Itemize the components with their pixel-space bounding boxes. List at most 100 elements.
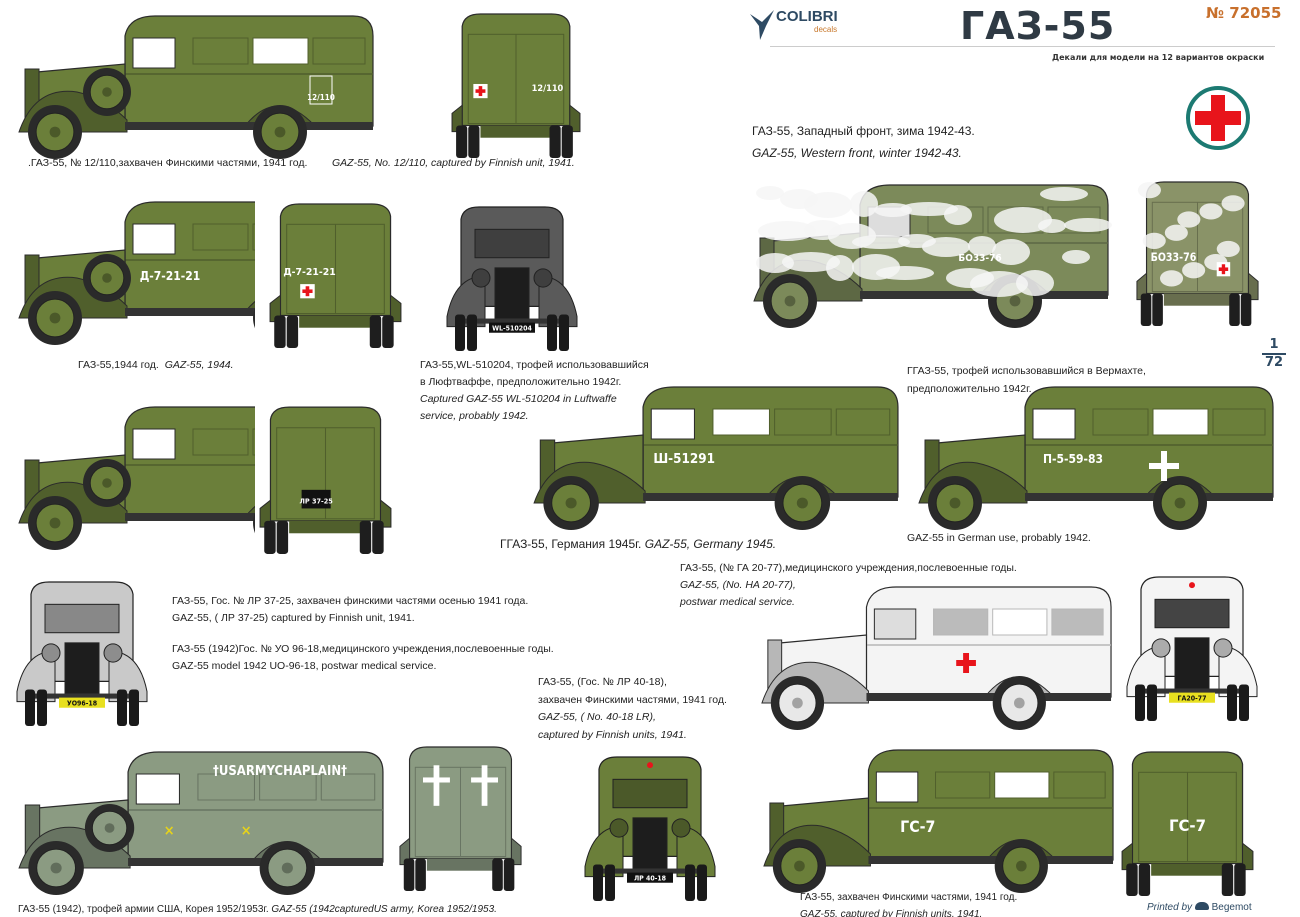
truck-side-view: БО33-76	[753, 184, 1112, 328]
marking-m12: ГС-7	[1169, 816, 1206, 835]
caption-line: ГАЗ-55 (1942)Гос. № УО 96-18,медицинског…	[172, 643, 554, 655]
winter-camo-patch	[876, 266, 934, 280]
hummingbird-icon	[750, 10, 774, 40]
radiator-grille	[494, 267, 530, 320]
front-tire	[467, 314, 477, 351]
scale-denominator: 72	[1264, 355, 1284, 370]
marking-m10: †USARMYCHAPLAIN†	[213, 764, 347, 779]
door-outline	[414, 766, 507, 858]
side-window	[192, 428, 249, 456]
door-outline	[1138, 771, 1237, 863]
headlight	[471, 268, 491, 288]
winter-camo-patch	[756, 186, 784, 200]
winter-camo-patch	[992, 239, 1030, 265]
hub-cap	[49, 517, 61, 529]
caption-line: GAZ-55, ( ЛР 37-25) captured by Finnish …	[172, 612, 415, 624]
cab-window	[132, 37, 176, 69]
headlight	[609, 818, 629, 838]
balkenkreuz-icon	[1149, 463, 1179, 469]
chassis	[128, 858, 383, 866]
winter-camo-patch	[1221, 195, 1245, 212]
rear-tire	[1126, 863, 1138, 896]
marking-m6: БО33-76	[958, 253, 1001, 264]
red-cross-icon	[956, 660, 976, 666]
rear-tire	[382, 315, 394, 348]
front-tire	[25, 689, 35, 726]
truck-side-view: Д-7-21-21	[18, 201, 255, 345]
red-cross-icon	[475, 89, 486, 93]
marking-m11: ЛР 40-18	[634, 874, 667, 883]
side-window	[992, 608, 1048, 636]
side-window	[933, 608, 989, 636]
license-plate	[489, 322, 535, 333]
caption-line: GAZ-55, ( No. 40-18 LR),	[538, 711, 656, 723]
side-window	[935, 771, 991, 799]
door-outline	[276, 427, 375, 520]
cab-window	[1032, 408, 1076, 440]
truck-front-view: ЛР 40-18	[584, 756, 716, 901]
chassis	[866, 693, 1112, 701]
winter-camo-patch	[1137, 182, 1161, 199]
truck-side-view: ××	[18, 751, 384, 895]
side-window	[192, 37, 249, 65]
cab-window	[875, 771, 919, 803]
caption-7: ГАЗ-55, Гос. № ЛР 37-25, захвачен фински…	[172, 593, 528, 627]
side-window	[252, 37, 309, 65]
rear-tire	[1152, 293, 1163, 326]
truck-front-view: WL-510204	[446, 206, 578, 351]
rear-tire	[274, 315, 286, 348]
license-plate	[59, 697, 105, 708]
door-outline	[286, 223, 385, 315]
yellow-x-marking: ×	[164, 823, 175, 839]
marking-m1: 12/110	[532, 84, 564, 94]
hub-cap	[102, 478, 112, 488]
truck-rear-view	[399, 746, 522, 891]
hub-cap	[1009, 295, 1021, 307]
caption-line: GAZ-55, (No. HA 20-77),	[680, 579, 796, 591]
front-fenders	[446, 275, 578, 328]
axle-housing	[1151, 863, 1224, 876]
hub-cap	[1174, 497, 1186, 509]
front-tire	[605, 864, 615, 901]
side-window	[1152, 408, 1209, 436]
hub-cap	[794, 860, 805, 872]
caption-line: ГАЗ-55, Гос. № ЛР 37-25, захвачен фински…	[172, 595, 529, 607]
caption-line: ГАЗ-55, (№ ГА 20-77),медицинского учрежд…	[680, 562, 1017, 574]
door-outline	[467, 33, 565, 125]
scale-badge: 1 72	[1262, 338, 1286, 370]
marking-m6: БО33-76	[1151, 251, 1197, 264]
cab-window	[873, 608, 917, 640]
side-window	[1053, 771, 1106, 799]
truck-rear-view: БО33-76	[1136, 181, 1259, 326]
caption-line: в Люфтваффе, предположительно 1942г.	[420, 376, 622, 388]
side-window	[774, 408, 832, 436]
winter-camo-patch	[1177, 211, 1201, 228]
printed-by-label: Printed by	[1147, 902, 1193, 913]
side-window	[1212, 408, 1266, 436]
white-cross-icon	[471, 777, 498, 783]
van-body	[127, 751, 384, 863]
caption-line: ГАЗ-55, (Гос. № ЛР 40-18),	[538, 676, 667, 688]
printer-name: Begemot	[1211, 902, 1252, 913]
winter-camo-patch	[1216, 240, 1240, 258]
winter-camo-patch	[1038, 219, 1066, 233]
front-tire	[593, 864, 603, 901]
chassis	[643, 493, 898, 501]
caption-12: ГАЗ-55, захвачен Финскими частями, 1941 …	[800, 889, 1017, 917]
caption-line: captured by Finnish units, 1941.	[538, 728, 687, 741]
winter-camo-patch	[968, 236, 996, 256]
scale-fraction-bar	[1262, 353, 1286, 355]
rear-tire	[286, 315, 299, 348]
caption-3: ГАЗ-55,1944 год. GAZ-55, 1944.	[78, 357, 234, 374]
marking-m8: УО96-18	[67, 699, 98, 708]
license-plate	[301, 489, 331, 509]
caption-11: ГАЗ-55 (1942), трофей армии США, Корея 1…	[18, 901, 497, 917]
white-cross-icon	[481, 765, 488, 806]
rear-tire	[1140, 293, 1152, 326]
front-tire	[129, 689, 139, 726]
headlight	[41, 643, 61, 663]
caption-en: GAZ-55, Germany 1945.	[644, 537, 777, 551]
winter-camo-patch	[1164, 224, 1188, 241]
winter-camo-patch	[1182, 262, 1206, 279]
caption-1: .ГАЗ-55, № 12/110,захвачен Финскими част…	[28, 155, 575, 172]
